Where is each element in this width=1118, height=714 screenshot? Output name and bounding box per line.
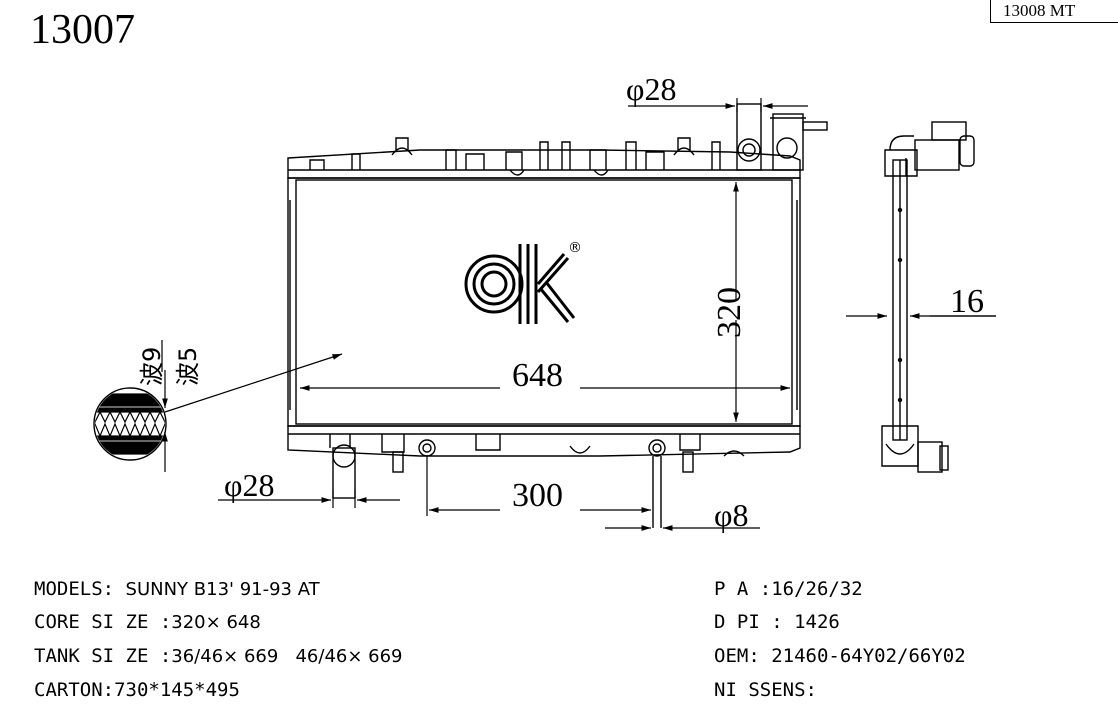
top-tank-ribs [309, 141, 721, 176]
alt-part-box: 13008 MT [990, 0, 1118, 23]
bottom-fittings [392, 439, 694, 528]
spec-nissens: NI SSENS: [714, 679, 817, 701]
registered-mark: ® [568, 240, 582, 256]
spec-models: MODELS: SUNNY B13' 91-93 AT [34, 578, 320, 600]
spec-carton: CARTON:730*145*495 [34, 679, 240, 701]
outlet-spacing-label: 300 [512, 477, 563, 514]
filler-cap [770, 113, 828, 171]
part-number: 13007 [30, 7, 135, 53]
top-vent-fittings [391, 137, 695, 156]
spec-pa: P A :16/26/32 [714, 578, 863, 600]
spec-core-size: CORE SI ZE :320× 648 [34, 611, 261, 633]
core-height-label: 320 [711, 287, 748, 338]
ck-logo [464, 244, 576, 324]
fin-detail [93, 387, 167, 461]
thickness-label: 16 [950, 283, 984, 320]
inlet-dia-label: φ28 [626, 71, 676, 107]
radiator-side-view [881, 121, 975, 473]
core-width-label: 648 [512, 357, 563, 394]
bottom-tank-ribs [329, 434, 745, 457]
dimension-lines [161, 98, 996, 531]
spec-tank-size: TANK SI ZE :36/46× 669 46/46× 669 [34, 645, 403, 667]
outlet-pipe [332, 444, 356, 499]
wave-b-label: 波5 [174, 347, 202, 386]
spec-dpi: D PI : 1426 [714, 611, 840, 633]
outlet-dia-label: φ28 [224, 467, 274, 503]
spec-oem: OEM: 21460-64Y02/66Y02 [714, 645, 966, 667]
inlet-pipe [736, 103, 762, 171]
wave-a-label: 波9 [138, 347, 166, 386]
drain-dia-label: φ8 [714, 497, 748, 533]
radiator-front-view [287, 103, 828, 528]
